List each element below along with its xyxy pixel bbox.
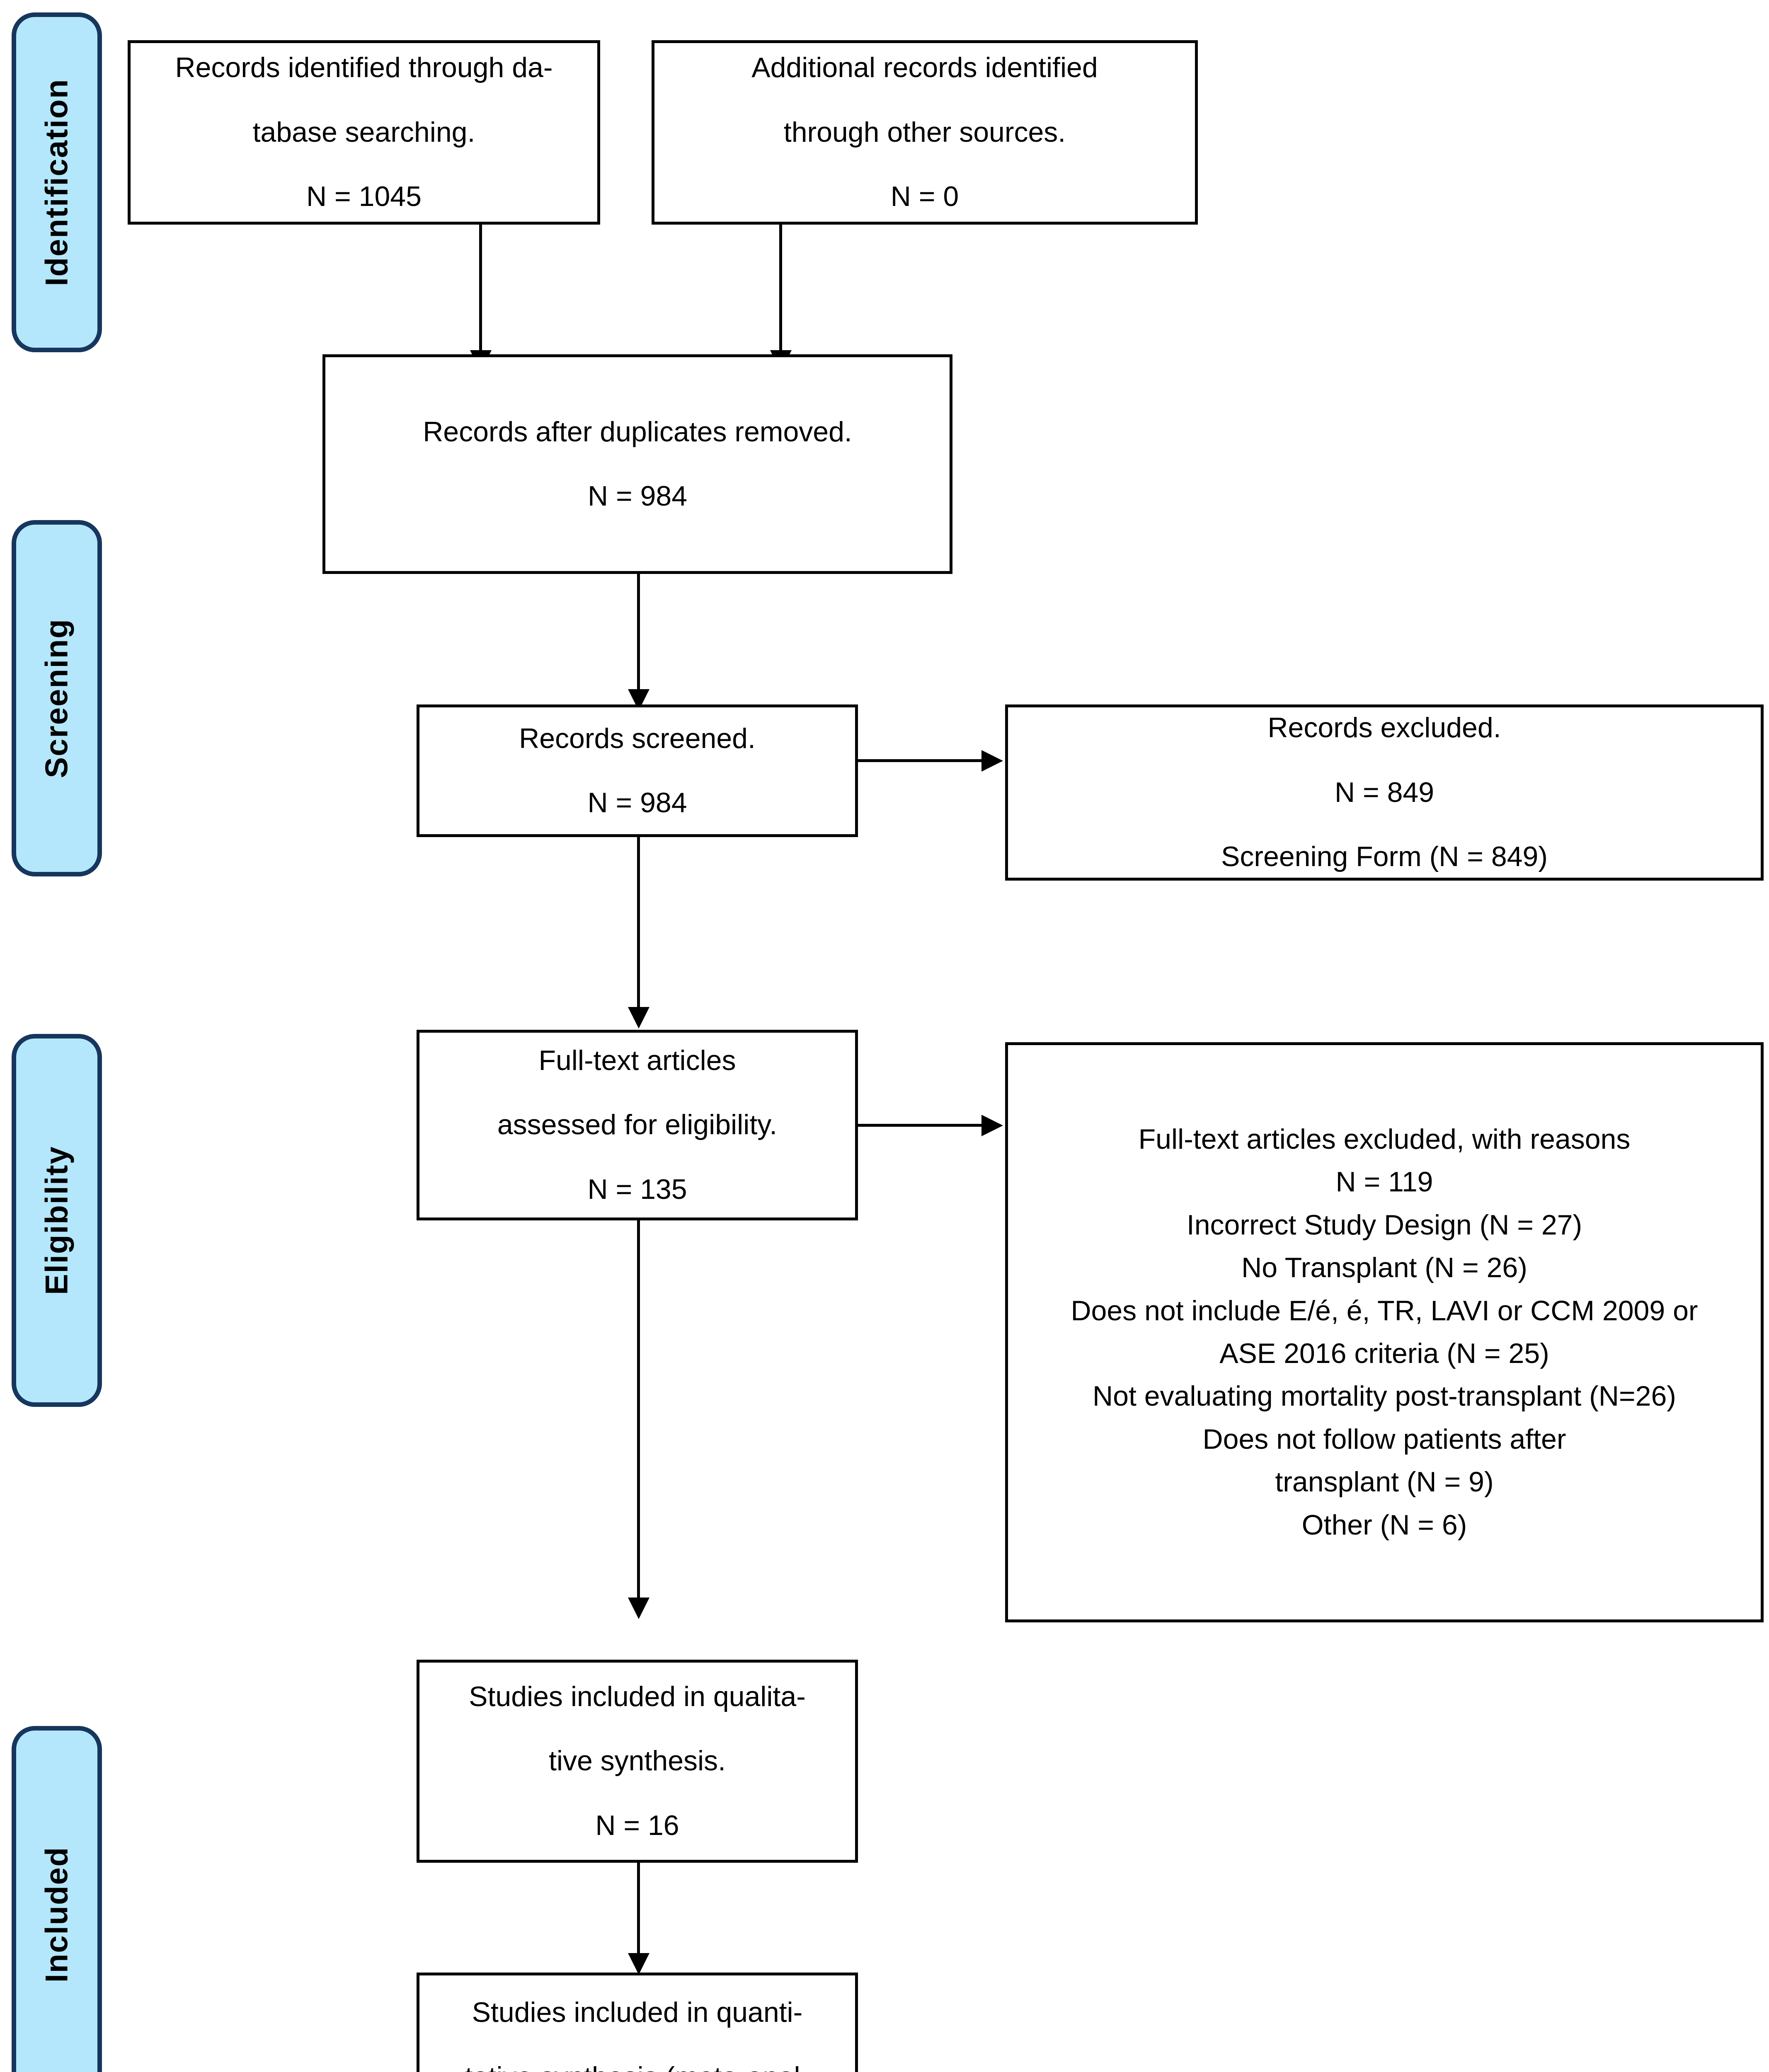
connector-qualitative-to-quantitative [637, 1863, 640, 1956]
box-other-sources-line-3: N = 0 [890, 181, 959, 213]
box-duplicates-removed-line-2: N = 984 [587, 480, 688, 512]
box-other-sources: Additional records identified through ot… [652, 40, 1198, 225]
connector-fulltext-assessed-to-excluded [858, 1124, 982, 1127]
box-qualitative-synthesis-line-1: Studies included in qualita- [469, 1680, 806, 1712]
box-fulltext-excluded: Full-text articles excluded, with reason… [1005, 1042, 1764, 1622]
stage-tab-screening: Screening [12, 520, 102, 876]
box-fulltext-assessed-line-3: N = 135 [587, 1173, 687, 1205]
stage-tab-included-label: Included [39, 1846, 75, 1983]
box-database-search-line-1: Records identified through da- [175, 52, 553, 84]
arrowhead-fulltext-assessed-to-excluded [981, 1115, 1003, 1136]
box-qualitative-synthesis: Studies included in qualita- tive synthe… [417, 1660, 858, 1863]
box-fulltext-assessed-line-1: Full-text articles [538, 1044, 736, 1076]
box-fulltext-excluded-reason-3a: Does not include E/é, é, TR, LAVI or CCM… [1071, 1295, 1698, 1326]
stage-tab-included: Included [12, 1726, 102, 2072]
box-records-excluded-line-1: Records excluded. [1267, 712, 1501, 744]
box-duplicates-removed: Records after duplicates removed. N = 98… [322, 354, 952, 574]
box-records-excluded: Records excluded. N = 849 Screening Form… [1005, 704, 1764, 881]
connector-duplicates-to-records-screened [637, 574, 640, 692]
box-fulltext-excluded-line-2: N = 119 [1335, 1166, 1433, 1198]
connector-other-sources-to-duplicates [779, 225, 782, 353]
box-fulltext-excluded-reason-5a: Does not follow patients after [1202, 1423, 1566, 1455]
stage-tab-eligibility-label: Eligibility [39, 1146, 75, 1295]
box-database-search-line-2: tabase searching. [252, 116, 475, 148]
connector-records-screened-to-fulltext [637, 837, 640, 1009]
box-fulltext-excluded-reason-5b: transplant (N = 9) [1275, 1466, 1494, 1498]
box-quantitative-synthesis-line-2: tative synthesis (meta-anal- [465, 2062, 809, 2072]
arrowhead-qualitative-to-quantitative [628, 1953, 649, 1975]
box-fulltext-excluded-reason-3b: ASE 2016 criteria (N = 25) [1219, 1338, 1549, 1369]
box-fulltext-excluded-reason-2: No Transplant (N = 26) [1241, 1252, 1527, 1284]
box-fulltext-assessed-line-2: assessed for eligibility. [497, 1109, 778, 1141]
stage-tab-eligibility: Eligibility [12, 1034, 102, 1407]
box-records-screened-line-2: N = 984 [587, 787, 687, 818]
box-other-sources-line-1: Additional records identified [751, 52, 1098, 84]
box-records-screened-line-1: Records screened. [519, 722, 756, 754]
connector-records-screened-to-excluded [858, 759, 982, 762]
box-duplicates-removed-line-1: Records after duplicates removed. [423, 416, 852, 448]
stage-tab-identification: Identification [12, 12, 102, 352]
box-qualitative-synthesis-line-2: tive synthesis. [548, 1745, 726, 1777]
box-database-search: Records identified through da- tabase se… [128, 40, 600, 225]
stage-tab-identification-label: Identification [39, 78, 75, 286]
box-other-sources-line-2: through other sources. [783, 116, 1066, 148]
box-records-excluded-line-2: N = 849 [1334, 776, 1435, 808]
box-fulltext-assessed: Full-text articles assessed for eligibil… [417, 1030, 858, 1220]
arrowhead-fulltext-to-qualitative [628, 1598, 649, 1619]
arrowhead-records-screened-to-fulltext [628, 1007, 649, 1029]
arrowhead-records-screened-to-excluded [981, 750, 1003, 772]
box-fulltext-excluded-reason-1: Incorrect Study Design (N = 27) [1186, 1209, 1582, 1241]
stage-tab-screening-label: Screening [39, 618, 75, 778]
box-records-screened: Records screened. N = 984 [417, 704, 858, 837]
box-quantitative-synthesis-line-1: Studies included in quanti- [472, 1997, 803, 2028]
box-fulltext-excluded-reason-4: Not evaluating mortality post-transplant… [1093, 1380, 1676, 1412]
connector-database-search-to-duplicates [479, 225, 482, 353]
box-records-excluded-line-3: Screening Form (N = 849) [1221, 841, 1548, 873]
connector-fulltext-to-qualitative [637, 1220, 640, 1600]
box-database-search-line-3: N = 1045 [306, 181, 422, 213]
box-fulltext-excluded-line-1: Full-text articles excluded, with reason… [1138, 1123, 1631, 1155]
box-quantitative-synthesis: Studies included in quanti- tative synth… [417, 1973, 858, 2072]
box-fulltext-excluded-reason-6: Other (N = 6) [1301, 1509, 1467, 1541]
box-qualitative-synthesis-line-3: N = 16 [595, 1809, 679, 1841]
